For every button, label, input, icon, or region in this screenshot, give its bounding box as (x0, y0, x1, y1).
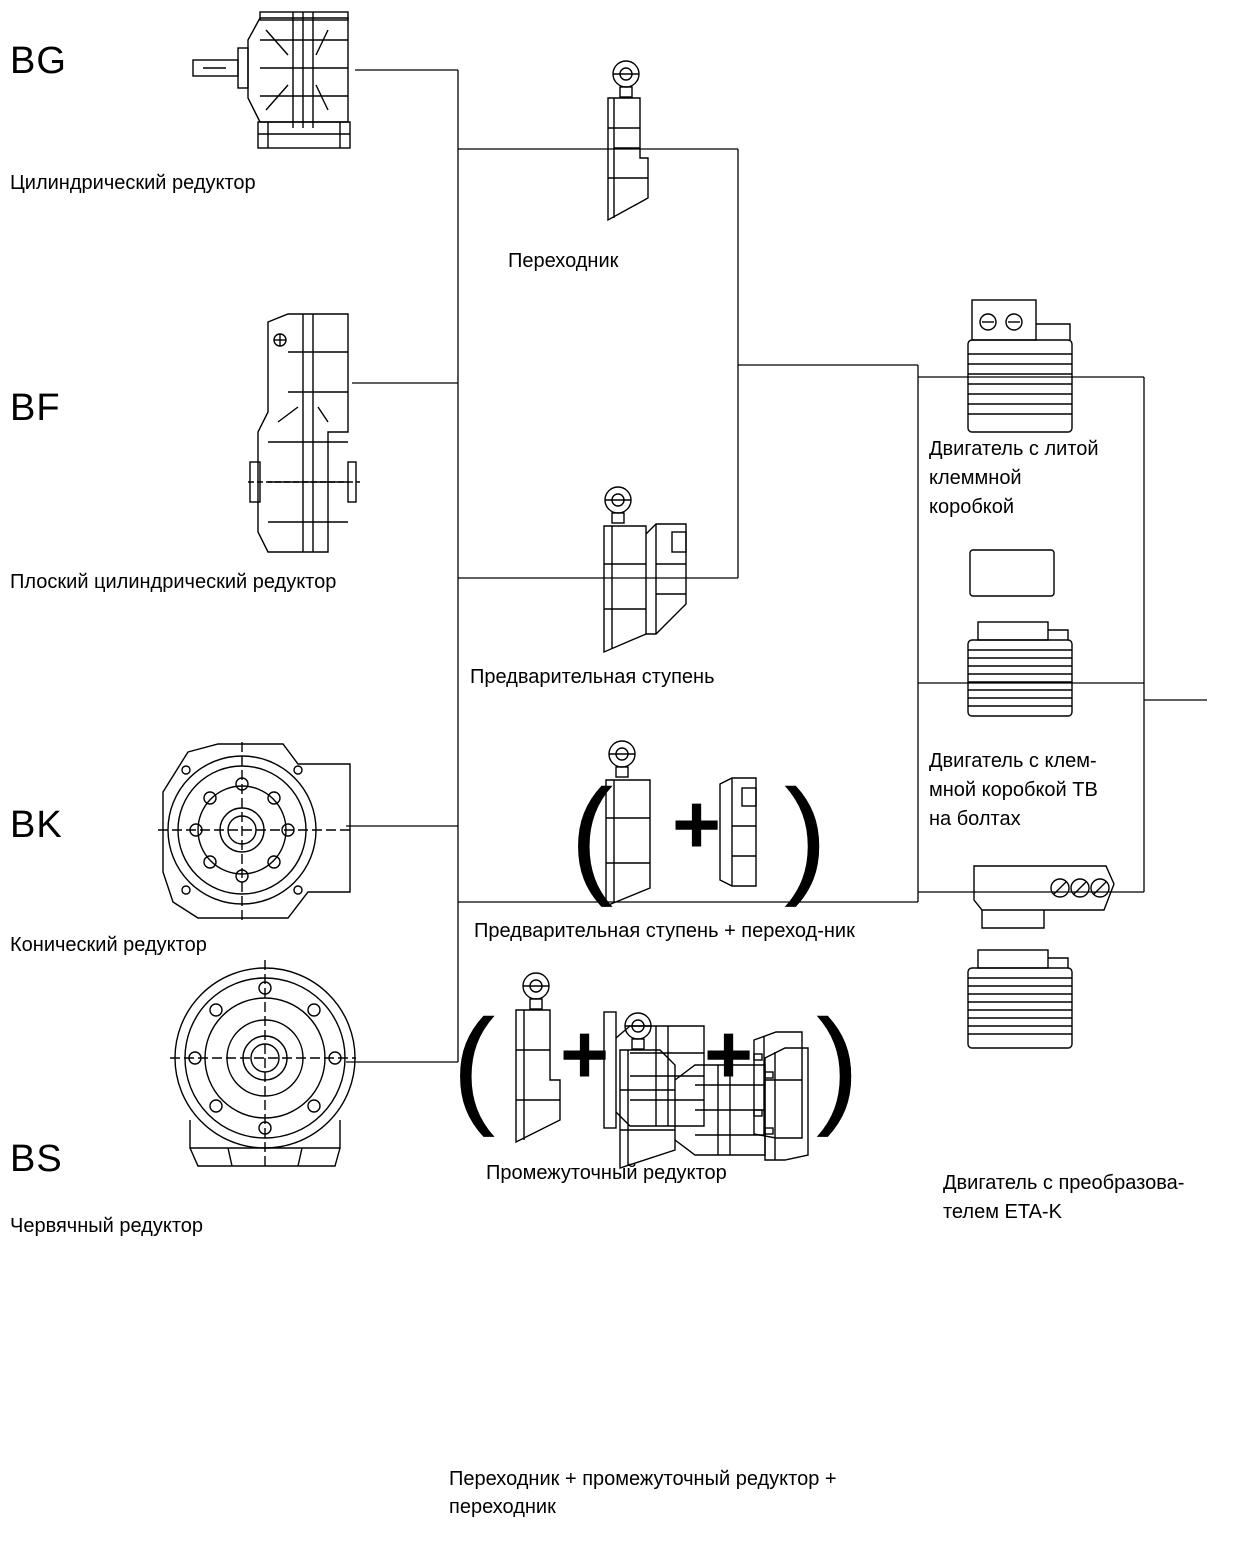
adapter-drawing (607, 60, 649, 222)
caption-adapter-gear-adapter-line2: переходник (449, 1496, 556, 1518)
caption-motor-cast-line3: коробкой (929, 496, 1015, 518)
caption-motor-inverter-line2: телем ETA-K (943, 1201, 1062, 1223)
caption-motor-inverter-line1: Двигатель с преобразова- (943, 1172, 1185, 1194)
plus-sign-2: + (560, 1007, 610, 1101)
plus-sign-3: + (704, 1007, 754, 1101)
caption-worm-gear: Червячный редуктор (10, 1215, 204, 1237)
caption-motor-cast-line2: клеммной (929, 467, 1022, 489)
caption-prestage: Предварительная ступень (470, 666, 715, 688)
caption-bevel-gear: Конический редуктор (10, 934, 207, 956)
caption-parallel-shaft-gear: Плоский цилиндрический редуктор (10, 571, 337, 593)
code-bk: BK (10, 804, 63, 846)
code-bs: BS (10, 1138, 63, 1180)
caption-motor-cast-line1: Двигатель с литой (929, 438, 1099, 460)
prestage-part-drawing (605, 740, 651, 908)
plus-sign: + (672, 777, 722, 871)
spur-gear-drawing (192, 11, 351, 149)
close-paren-2: ) (816, 992, 860, 1138)
caption-motor-bolted-line1: Двигатель с клем- (929, 750, 1097, 772)
caption-spur-gear: Цилиндрический редуктор (10, 172, 256, 194)
adapter-part-drawing-2 (515, 972, 561, 1144)
open-paren-2: ( (452, 992, 496, 1138)
motor-inverter-drawing (967, 865, 1115, 1049)
caption-motor-bolted-line2: мной коробкой TB (929, 779, 1098, 801)
motor-cast-box-drawing (967, 299, 1073, 433)
caption-intermediate-gear: Промежуточный редуктор (486, 1162, 727, 1184)
adapter-part-drawing-3 (753, 1031, 803, 1139)
bevel-gear-drawing (158, 742, 352, 920)
motor-bolted-box-drawing (967, 549, 1073, 717)
code-bg: BG (10, 40, 67, 82)
parallel-shaft-gear-drawing (248, 313, 360, 553)
caption-prestage-adapter: Предварительная ступень + переход-ник (474, 920, 855, 942)
intermediate-gear-part-drawing (603, 1011, 705, 1129)
code-bf: BF (10, 387, 61, 429)
adapter-part-drawing (719, 777, 757, 887)
caption-adapter: Переходник (508, 250, 619, 272)
caption-motor-bolted-line3: на болтах (929, 808, 1021, 830)
caption-adapter-gear-adapter-line1: Переходник + промежуточный редуктор + (449, 1468, 837, 1490)
worm-gear-drawing (170, 960, 356, 1170)
close-paren: ) (784, 762, 828, 908)
prestage-drawing (603, 486, 687, 654)
